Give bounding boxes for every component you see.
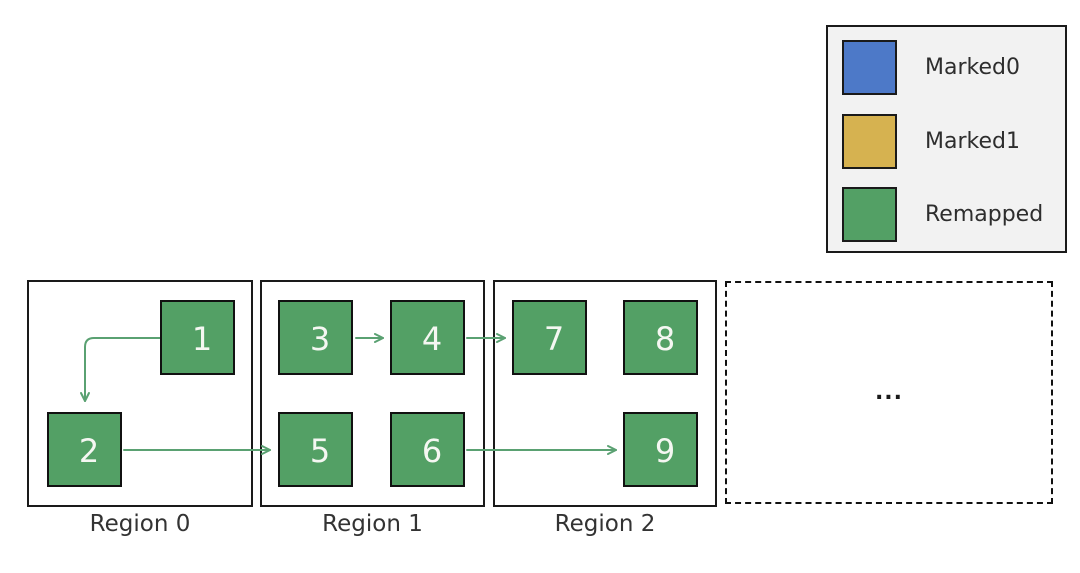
region-1-label: Region 1 bbox=[322, 511, 423, 537]
square-6: 6 bbox=[390, 412, 465, 487]
legend-label-marked0: Marked0 bbox=[925, 55, 1020, 80]
legend-swatch-remapped-icon bbox=[842, 187, 897, 242]
square-2: 2 bbox=[47, 412, 122, 487]
square-8: 8 bbox=[623, 300, 698, 375]
region-placeholder-box: ... bbox=[725, 281, 1053, 504]
legend-swatch-marked0-icon bbox=[842, 40, 897, 95]
square-7: 7 bbox=[512, 300, 587, 375]
square-4: 4 bbox=[390, 300, 465, 375]
legend-label-remapped: Remapped bbox=[925, 202, 1044, 227]
legend-label-marked1: Marked1 bbox=[925, 129, 1020, 154]
legend-swatch-marked1-icon bbox=[842, 114, 897, 169]
square-3: 3 bbox=[278, 300, 353, 375]
region-0-label: Region 0 bbox=[89, 511, 191, 537]
square-1: 1 bbox=[160, 300, 235, 375]
square-5: 5 bbox=[278, 412, 353, 487]
legend: Marked0 Marked1 Remapped bbox=[826, 25, 1067, 253]
ellipsis-label: ... bbox=[874, 380, 904, 405]
region-2-label: Region 2 bbox=[554, 511, 656, 537]
square-9: 9 bbox=[623, 412, 698, 487]
